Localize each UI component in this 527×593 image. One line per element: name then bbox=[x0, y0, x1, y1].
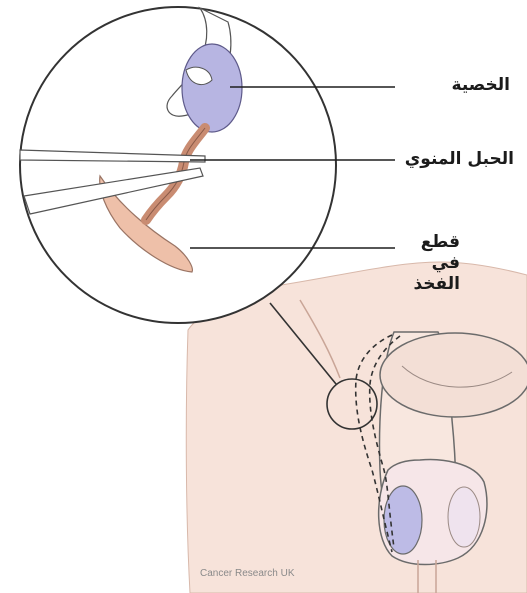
credit-text: Cancer Research UK bbox=[200, 568, 294, 579]
label-groin-cut-line2: الفخذ bbox=[400, 274, 460, 295]
label-groin-cut-line1: قطع في bbox=[400, 232, 460, 274]
label-spermatic-cord: الحبل المنوي bbox=[392, 149, 514, 170]
label-testicle: الخصية bbox=[400, 75, 510, 96]
magnified-circle bbox=[20, 7, 336, 323]
bladder bbox=[380, 333, 527, 417]
testicle-magnified bbox=[182, 44, 242, 132]
label-groin-cut: قطع في الفخذ bbox=[400, 232, 460, 295]
testicle-right-faint bbox=[448, 487, 480, 547]
